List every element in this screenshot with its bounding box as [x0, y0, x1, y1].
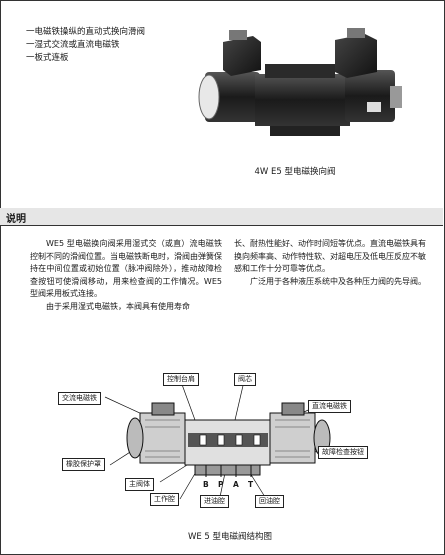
label-rubber-cover: 橡胶保护罩 — [62, 458, 105, 471]
paragraph: WE5 型电磁换向阀采用湿式交（或直）流电磁铁控制不同的滑阀位置。当电磁铁断电时… — [30, 239, 222, 298]
section-title: 说明 — [6, 214, 26, 225]
label-inlet-chamber: 进油腔 — [200, 495, 229, 508]
port-label-a: A — [233, 480, 239, 489]
photo-caption: 4W E5 型电磁换向阀 — [254, 167, 336, 177]
feature-item: 一板式连板 — [26, 53, 69, 63]
label-ac-solenoid: 交流电磁铁 — [58, 392, 101, 405]
feature-item: 一电磁铁操纵的直动式换向滑阀 — [26, 27, 146, 37]
paragraph: 由于采用湿式电磁铁，本阀具有使用寿命 — [46, 301, 190, 311]
label-work-chamber: 工作腔 — [150, 493, 179, 506]
label-fault-button: 故障检查按钮 — [318, 446, 368, 459]
port-label-b: B — [203, 480, 209, 489]
section-header: 说明 — [0, 208, 443, 226]
port-label-p: P — [218, 480, 224, 489]
feature-list: 一电磁铁操纵的直动式换向滑阀 一湿式交流或直流电磁铁 一板式连板 — [26, 26, 145, 65]
paragraph: 长、耐热性能好、动作时间短等优点。直流电磁铁具有换向频率高、动作特性软、对超电压… — [234, 239, 426, 273]
port-label-t: T — [248, 480, 254, 489]
text-column-right: 长、耐热性能好、动作时间短等优点。直流电磁铁具有换向频率高、动作特性软、对超电压… — [234, 238, 426, 288]
valve-photo — [198, 28, 402, 136]
paragraph: 广泛用于各种液压系统中及各种压力阀的先导阀。 — [250, 276, 426, 286]
valve-cross-section — [104, 376, 331, 500]
label-main-body: 主阀体 — [125, 478, 154, 491]
label-return-chamber: 回油腔 — [255, 495, 284, 508]
label-dc-solenoid: 直流电磁铁 — [308, 400, 351, 413]
feature-item: 一湿式交流或直流电磁铁 — [26, 40, 120, 50]
label-valve-core: 阀芯 — [234, 373, 256, 386]
diagram-caption: WE 5 型电磁阀结构图 — [187, 532, 273, 542]
text-column-left: WE5 型电磁换向阀采用湿式交（或直）流电磁铁控制不同的滑阀位置。当电磁铁断电时… — [30, 238, 222, 313]
label-control-housing: 控制台肩 — [163, 373, 199, 386]
